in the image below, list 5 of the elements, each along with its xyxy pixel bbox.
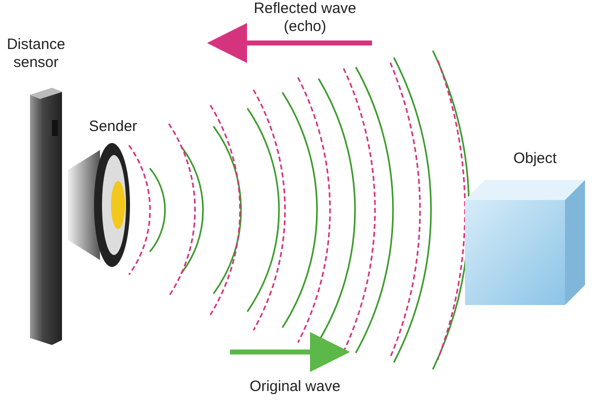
text-label: Distance sensor xyxy=(6,36,66,72)
text-label: Reflected wave (echo) xyxy=(252,0,358,36)
text-label: Object xyxy=(512,150,558,168)
text-label: Sender xyxy=(88,118,138,136)
text-label: Original wave xyxy=(248,378,342,396)
